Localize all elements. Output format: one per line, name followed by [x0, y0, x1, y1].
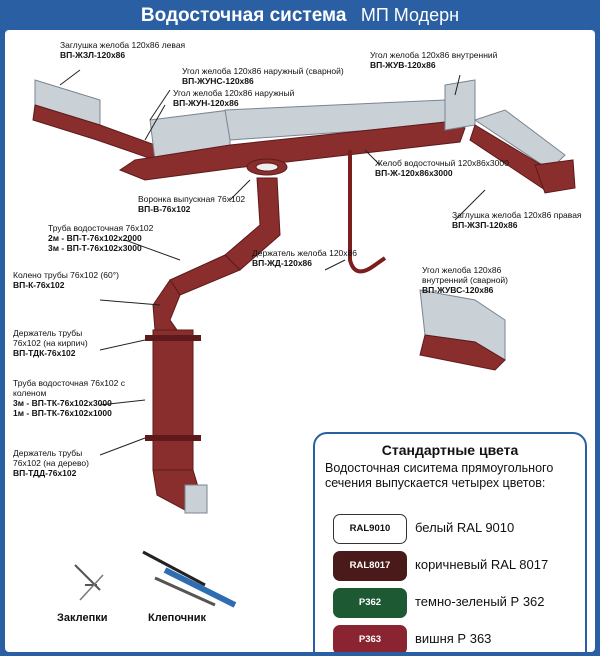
downpipe-outlet [184, 484, 208, 514]
standard-colors-panel: Стандартные цвета Водосточная сиситема п… [313, 432, 587, 652]
colors-title: Стандартные цвета [381, 442, 519, 458]
color-swatch-ral9010: RAL9010 [333, 514, 407, 544]
color-name-p363: вишня Р 363 [415, 631, 492, 646]
colors-description: Водосточная сиситема прямоугольного сече… [325, 461, 554, 490]
leader-lines [59, 69, 486, 456]
color-swatch-p363: P363 [333, 625, 407, 652]
gutter-right-segment [473, 109, 566, 171]
page-header: Водосточная система МП Модерн [0, 0, 600, 30]
riveter-illustration [142, 550, 237, 608]
page-subtitle: МП Модерн [360, 5, 460, 25]
end-cap-right [534, 159, 576, 194]
color-name-ral8017: коричневый RAL 8017 [415, 557, 549, 572]
label-elbow: Колено трубы 76х102 (60°)ВП-К-76х102 [13, 270, 119, 290]
gutter-holder [348, 150, 387, 274]
label-holder-wood: Держатель трубы 76х102 (на дерево)ВП-ТДД… [13, 448, 89, 478]
gutter-system-illustration [32, 69, 576, 608]
color-name-ral9010: белый RAL 9010 [415, 520, 515, 535]
color-name-p362: темно-зеленый Р 362 [415, 594, 545, 609]
pipe-holder-wood [145, 435, 201, 441]
rivets-label: Заклепки [57, 612, 108, 624]
gutter-main-body [118, 121, 466, 181]
rivets-illustration [74, 564, 104, 601]
gutter-corner-inner [444, 79, 476, 131]
label-corner-inner-welded: Угол желоба 120х86 внутренний (сварной)В… [422, 265, 509, 295]
pipe-holder-brick [145, 335, 201, 341]
label-holder-brick: Держатель трубы 76х102 (на кирпич)ВП-ТДК… [13, 328, 88, 358]
color-swatch-ral8017: RAL8017 [333, 551, 407, 581]
page-title: Водосточная система [140, 5, 347, 26]
downpipe-middle [169, 254, 241, 296]
downpipe-lower [152, 329, 194, 471]
label-corner-outer-welded: Угол желоба 120х86 наружный (сварной)ВП-… [182, 66, 344, 86]
riveter-label: Клепочник [148, 612, 207, 624]
color-swatch-p362: P362 [333, 588, 407, 618]
